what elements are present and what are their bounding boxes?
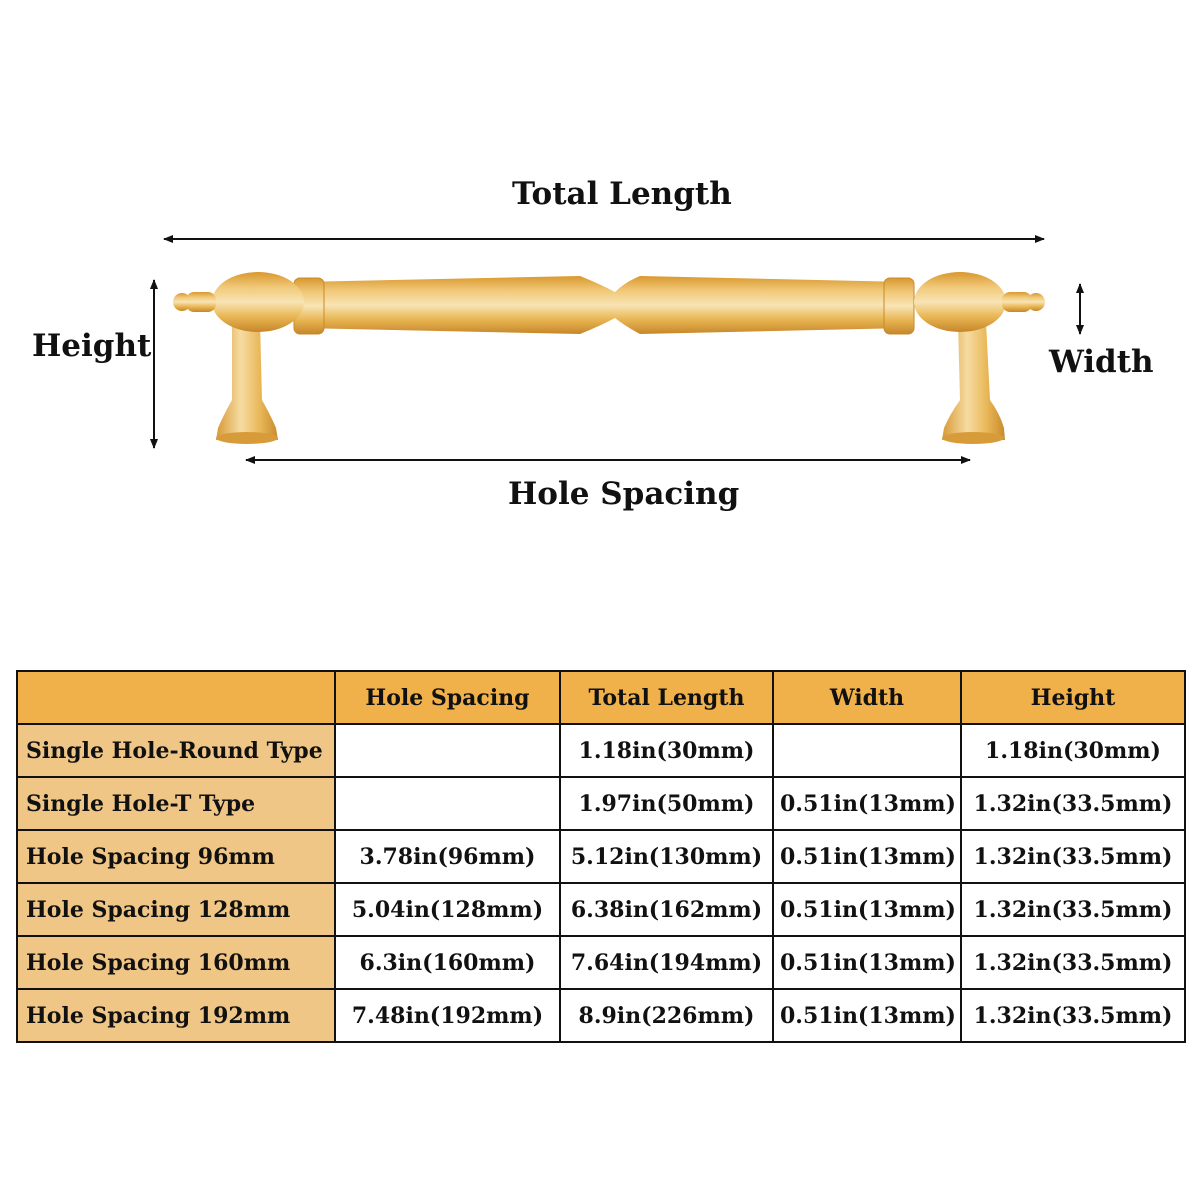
cell-hole-spacing: 5.04in(128mm) [334, 882, 561, 937]
cell-hole-spacing: 6.3in(160mm) [334, 935, 561, 990]
cell-total-length: 1.97in(50mm) [559, 776, 774, 831]
table-row: Single Hole-T Type 1.97in(50mm) 0.51in(1… [16, 776, 1186, 831]
cell-width: 0.51in(13mm) [772, 935, 962, 990]
table-row: Hole Spacing 192mm 7.48in(192mm) 8.9in(2… [16, 988, 1186, 1043]
cell-hole-spacing [334, 776, 561, 831]
cell-total-length: 6.38in(162mm) [559, 882, 774, 937]
cell-height: 1.32in(33.5mm) [960, 988, 1186, 1043]
size-spec-table: Hole Spacing Total Length Width Height S… [16, 670, 1186, 1043]
cell-total-length: 1.18in(30mm) [559, 723, 774, 778]
cell-hole-spacing [334, 723, 561, 778]
cell-hole-spacing: 3.78in(96mm) [334, 829, 561, 884]
table-row: Hole Spacing 96mm 3.78in(96mm) 5.12in(13… [16, 829, 1186, 884]
cell-total-length: 7.64in(194mm) [559, 935, 774, 990]
cell-width: 0.51in(13mm) [772, 882, 962, 937]
header-hole-spacing: Hole Spacing [334, 670, 561, 725]
header-corner [16, 670, 336, 725]
cell-height: 1.32in(33.5mm) [960, 882, 1186, 937]
row-name: Single Hole-T Type [16, 776, 336, 831]
row-name: Single Hole-Round Type [16, 723, 336, 778]
cell-height: 1.32in(33.5mm) [960, 829, 1186, 884]
table-row: Single Hole-Round Type 1.18in(30mm) 1.18… [16, 723, 1186, 778]
header-width: Width [772, 670, 962, 725]
cell-width: 0.51in(13mm) [772, 988, 962, 1043]
dimension-diagram [150, 235, 1084, 464]
cell-width: 0.51in(13mm) [772, 829, 962, 884]
cell-height: 1.32in(33.5mm) [960, 935, 1186, 990]
row-name: Hole Spacing 128mm [16, 882, 336, 937]
total-length-label: Total Length [512, 176, 732, 212]
table-row: Hole Spacing 128mm 5.04in(128mm) 6.38in(… [16, 882, 1186, 937]
cell-width: 0.51in(13mm) [772, 776, 962, 831]
header-height: Height [960, 670, 1186, 725]
cell-height: 1.18in(30mm) [960, 723, 1186, 778]
row-name: Hole Spacing 96mm [16, 829, 336, 884]
cell-width [772, 723, 962, 778]
table-row: Hole Spacing 160mm 6.3in(160mm) 7.64in(1… [16, 935, 1186, 990]
cell-total-length: 8.9in(226mm) [559, 988, 774, 1043]
table-header-row: Hole Spacing Total Length Width Height [16, 670, 1186, 725]
cell-hole-spacing: 7.48in(192mm) [334, 988, 561, 1043]
row-name: Hole Spacing 192mm [16, 988, 336, 1043]
row-name: Hole Spacing 160mm [16, 935, 336, 990]
cell-height: 1.32in(33.5mm) [960, 776, 1186, 831]
handle-image [173, 272, 1045, 444]
height-label: Height [32, 328, 152, 364]
cell-total-length: 5.12in(130mm) [559, 829, 774, 884]
hole-spacing-label: Hole Spacing [508, 476, 740, 512]
header-total-length: Total Length [559, 670, 774, 725]
width-label: Width [1049, 344, 1154, 380]
